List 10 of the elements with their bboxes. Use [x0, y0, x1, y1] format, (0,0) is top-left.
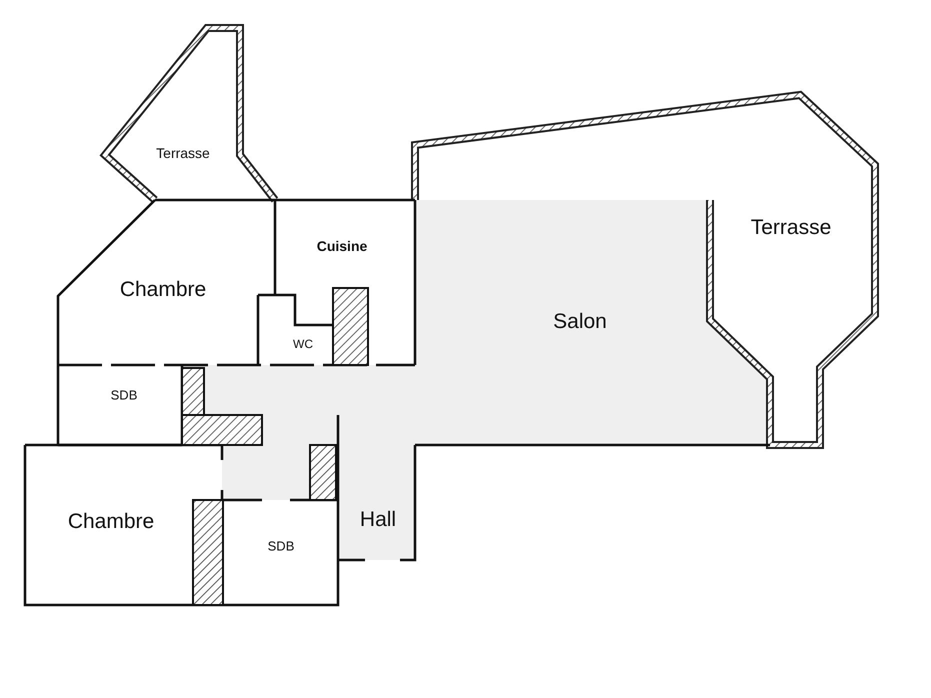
room-label: Cuisine [316, 238, 368, 254]
room-label: WC [293, 337, 313, 351]
room-label: Salon [553, 310, 607, 334]
room-label: Hall [360, 508, 396, 532]
room-label: SDB [268, 538, 294, 554]
room-label: SDB [110, 388, 138, 402]
room-label: Chambre [68, 510, 154, 534]
room-label: Terrasse [750, 216, 832, 240]
room-label: Terrasse [156, 145, 210, 161]
room-label: Chambre [120, 278, 206, 302]
